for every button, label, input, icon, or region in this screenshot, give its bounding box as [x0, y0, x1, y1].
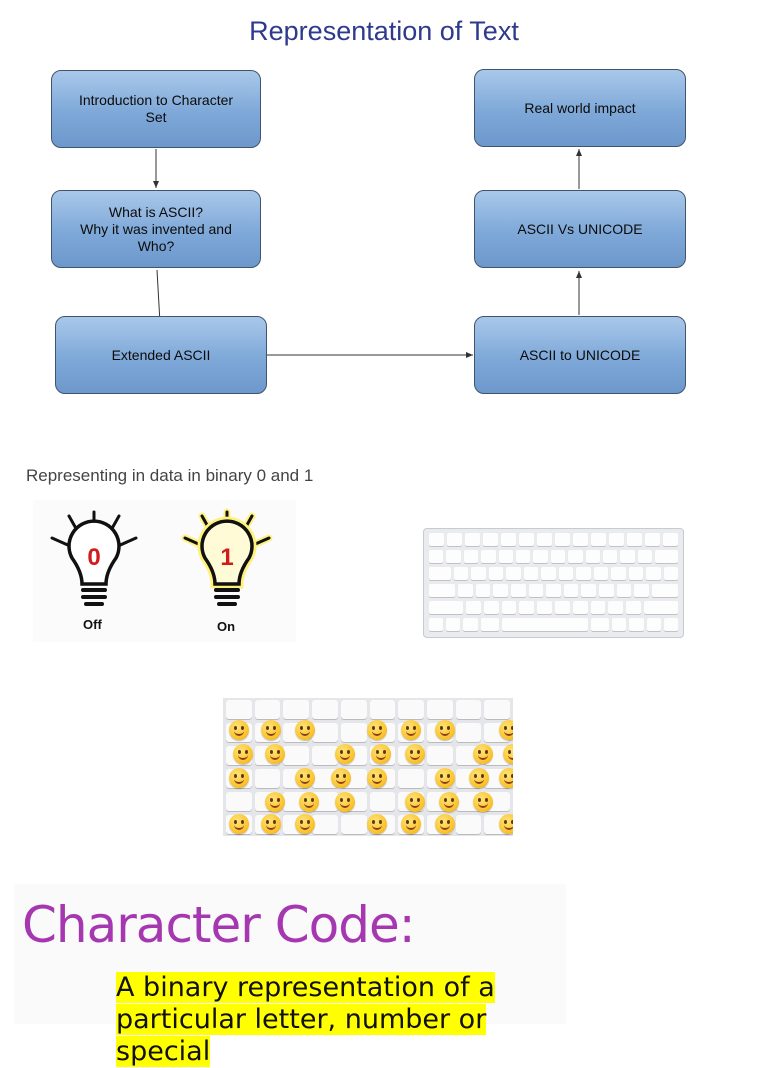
emoji-face-icon: [233, 744, 253, 764]
emoji-face-icon: [499, 768, 513, 788]
emoji-face-icon: [367, 720, 387, 740]
keyboard-row: [429, 584, 679, 597]
emoji-face-icon: [261, 720, 281, 740]
bulb-off-icon: [50, 510, 138, 606]
emoji-face-icon: [503, 744, 513, 764]
emoji-face-icon: [405, 744, 425, 764]
emoji-face-icon: [439, 792, 459, 812]
emoji-face-icon: [401, 720, 421, 740]
emoji-face-icon: [299, 792, 319, 812]
flow-node-ascii-vs-unicode: ASCII Vs UNICODE: [474, 190, 686, 268]
emoji-face-icon: [469, 768, 489, 788]
keyboard-row: [429, 618, 679, 631]
bulb-on-icon: [181, 508, 273, 606]
emoji-face-icon: [331, 768, 351, 788]
emoji-face-icon: [367, 768, 387, 788]
emoji-face-icon: [473, 792, 493, 812]
keyboard-row: [429, 567, 679, 580]
emoji-face-icon: [229, 814, 249, 834]
keyboard-row: [429, 550, 679, 563]
emoji-keyboard-image: [223, 698, 513, 836]
emoji-face-icon: [295, 720, 315, 740]
flow-node-ascii-to-unicode: ASCII to UNICODE: [474, 316, 686, 394]
emoji-face-icon: [435, 768, 455, 788]
emoji-face-icon: [405, 792, 425, 812]
emoji-face-icon: [265, 744, 285, 764]
binary-subheading: Representing in data in binary 0 and 1: [26, 466, 314, 485]
emoji-face-icon: [229, 768, 249, 788]
bulbs-illustration: 0 1 Off On: [33, 500, 296, 642]
keyboard-row: [429, 533, 678, 546]
emoji-face-icon: [335, 792, 355, 812]
emoji-face-icon: [229, 720, 249, 740]
emoji-face-icon: [335, 744, 355, 764]
flow-node-real-world-impact: Real world impact: [474, 69, 686, 147]
character-code-title: Character Code:: [22, 896, 416, 954]
emoji-face-icon: [371, 744, 391, 764]
character-code-definition: A binary representation of a particular …: [116, 972, 556, 1068]
arrow-ascii-to-extended: [156, 269, 163, 324]
emoji-face-icon: [401, 814, 421, 834]
keyboard-image: [423, 528, 684, 638]
emoji-face-icon: [265, 792, 285, 812]
emoji-face-icon: [367, 814, 387, 834]
bulb-on-digit: 1: [220, 544, 234, 571]
emoji-face-icon: [261, 814, 281, 834]
bulb-graphics: [50, 508, 273, 606]
flow-node-extended-ascii: Extended ASCII: [55, 316, 267, 394]
emoji-face-icon: [435, 720, 455, 740]
emoji-face-icon: [435, 814, 455, 834]
bulb-on-label: On: [217, 619, 236, 634]
bulb-off-digit: 0: [87, 544, 101, 571]
keyboard-row: [429, 601, 679, 614]
bulb-off-label: Off: [83, 617, 102, 632]
highlighted-definition: A binary representation of a particular …: [116, 972, 495, 1067]
flow-node-intro: Introduction to Character Set: [51, 70, 261, 148]
emoji-face-icon: [295, 768, 315, 788]
emoji-face-icon: [295, 814, 315, 834]
page-title: Representation of Text: [249, 16, 519, 46]
flow-node-ascii: What is ASCII? Why it was invented and W…: [51, 190, 261, 268]
emoji-face-icon: [499, 720, 513, 740]
emoji-face-icon: [499, 814, 513, 834]
emoji-face-icon: [473, 744, 493, 764]
flowchart-connectors: [153, 149, 582, 358]
